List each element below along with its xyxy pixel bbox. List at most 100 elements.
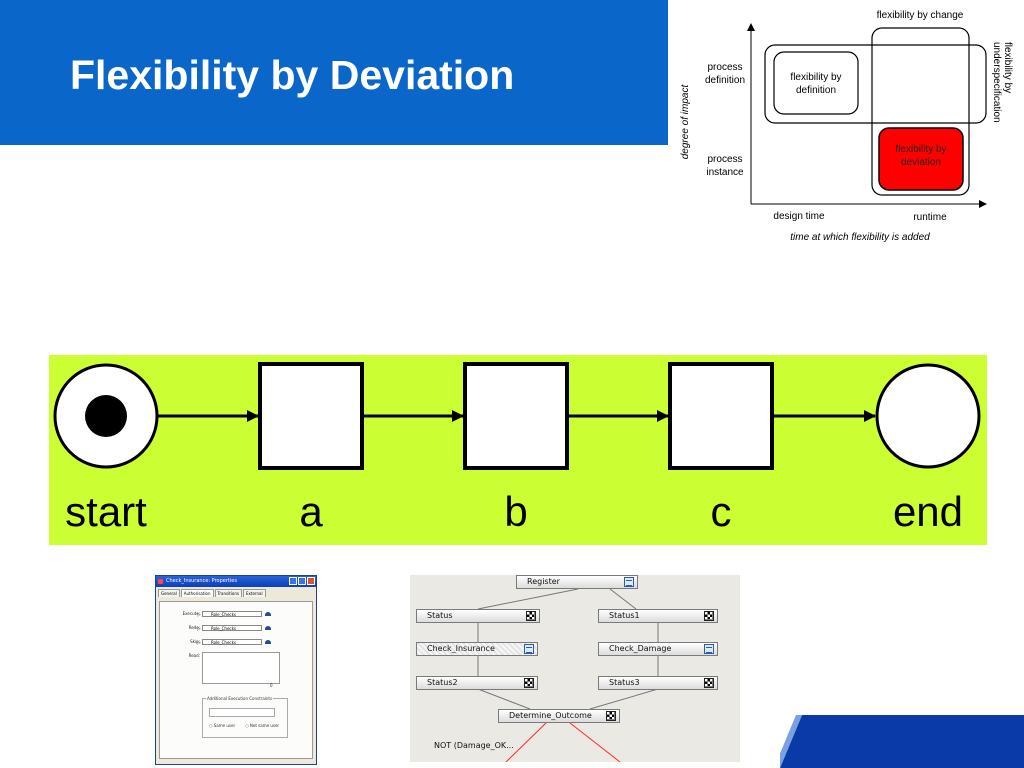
underspecification-label-line2: underspecification: [991, 42, 1002, 123]
condition-label: NOT (Damage_OK...: [434, 741, 514, 750]
node-check-insurance[interactable]: Check_Insurance: [416, 642, 538, 656]
window-body: Execute: ▷ Role_Checks Redo: ▷ Role_Checks…: [159, 601, 313, 759]
minimize-button[interactable]: [289, 577, 297, 585]
skip-label: Skip:: [190, 639, 200, 644]
execute-value: Role_Checks: [211, 612, 237, 617]
place-end: [875, 363, 981, 469]
deviation-box-label-line1: flexibility by: [895, 144, 946, 155]
window-titlebar[interactable]: Check_Insurance: Properties: [156, 576, 316, 587]
transition-c: [668, 362, 774, 470]
label-end: end: [893, 488, 963, 535]
process-net-diagram: start a b c end: [53, 362, 981, 535]
checker-flag-icon: [606, 711, 616, 721]
underspecification-label-line1: flexibility by: [1002, 42, 1013, 93]
node-status1[interactable]: Status1: [598, 609, 718, 623]
label-b: b: [504, 488, 527, 535]
node-status1-label: Status1: [609, 611, 640, 620]
role-icon[interactable]: [265, 626, 271, 630]
node-register[interactable]: Register: [516, 575, 638, 589]
row-process-definition-line2: definition: [705, 75, 745, 86]
tab-general[interactable]: General: [158, 589, 180, 597]
slide-title: Flexibility by Deviation: [70, 52, 515, 98]
connector: [589, 688, 659, 710]
title-banner: Flexibility by Deviation: [0, 0, 668, 145]
radio-not-same-user-label: Not same user: [249, 723, 280, 728]
node-check-damage-label: Check_Damage: [609, 644, 672, 653]
corner-accent-shape: [780, 715, 1024, 768]
x-label-runtime: runtime: [913, 212, 947, 223]
execute-field[interactable]: ▷ Role_Checks: [197, 611, 271, 618]
checker-flag-icon: [526, 611, 536, 621]
red-connector: [569, 722, 621, 762]
properties-window: Check_Insurance: Properties General Auth…: [155, 575, 317, 765]
corner-accent: [780, 715, 1024, 768]
row-process-instance-line1: process: [707, 154, 742, 165]
node-status2-label: Status2: [427, 678, 458, 687]
definition-box-label-line1: flexibility by: [790, 72, 841, 83]
node-determine-outcome[interactable]: Determine_Outcome: [498, 709, 620, 723]
skip-field[interactable]: ▷ Role_Checks: [197, 639, 271, 646]
definition-box-label-line2: definition: [796, 85, 836, 96]
close-button[interactable]: [307, 577, 315, 585]
redo-field[interactable]: ▷Role_Checks: [197, 625, 271, 632]
constraints-title: Additional Execution Constraints: [206, 696, 274, 701]
red-connector: [505, 722, 547, 762]
read-counter: 0: [270, 683, 273, 688]
node-determine-outcome-label: Determine_Outcome: [509, 711, 592, 720]
tab-authorisation[interactable]: Authorisation: [180, 589, 214, 597]
flexibility-matrix-diagram: flexibility by change flexibility by und…: [680, 10, 1013, 243]
deviation-box-label-line2: deviation: [901, 157, 941, 168]
role-icon[interactable]: [265, 612, 271, 616]
play-icon: ▷: [197, 612, 201, 618]
redo-label: Redo:: [188, 625, 200, 630]
task-icon: [524, 644, 534, 654]
row-process-definition-line1: process: [707, 62, 742, 73]
connector: [609, 588, 637, 610]
flexibility-by-underspecification-box: [764, 44, 987, 124]
flexibility-by-deviation-box: [878, 127, 964, 191]
play-icon: ▷: [197, 626, 201, 632]
radio-same-user[interactable]: ○ Same user: [209, 723, 236, 728]
flexibility-by-change-label: flexibility by change: [877, 10, 964, 21]
maximize-button[interactable]: [298, 577, 306, 585]
tab-external[interactable]: External: [242, 589, 266, 597]
skip-value: Role_Checks: [211, 640, 237, 645]
label-start: start: [65, 488, 147, 535]
node-status3[interactable]: Status3: [598, 676, 718, 690]
play-icon: ▷: [197, 640, 201, 646]
token: [85, 395, 127, 437]
checker-flag-icon: [704, 611, 714, 621]
node-check-insurance-label: Check_Insurance: [427, 644, 495, 653]
role-icon[interactable]: [265, 640, 271, 644]
radio-same-user-label: Same user: [213, 723, 236, 728]
connector: [477, 588, 579, 610]
read-list[interactable]: [202, 652, 280, 684]
execute-label: Execute:: [182, 611, 200, 616]
checker-flag-icon: [704, 678, 714, 688]
workflow-editor: Register Status Status1 Check_Insurance …: [410, 575, 740, 762]
execution-constraints-group: Additional Execution Constraints ○ Same …: [202, 696, 288, 738]
constraint-field[interactable]: [209, 708, 275, 717]
connector: [477, 688, 531, 710]
flexibility-by-definition-box: [773, 51, 859, 115]
label-c: c: [711, 488, 732, 535]
x-axis-title: time at which flexibility is added: [790, 232, 930, 243]
read-label: Read:: [188, 653, 200, 658]
node-status3-label: Status3: [609, 678, 640, 687]
radio-not-same-user[interactable]: ○ Not same user: [245, 723, 280, 728]
node-status-label: Status: [427, 611, 453, 620]
app-icon: [158, 579, 163, 584]
node-status2[interactable]: Status2: [416, 676, 538, 690]
label-a: a: [299, 488, 323, 535]
node-status[interactable]: Status: [416, 609, 540, 623]
row-process-instance-line2: instance: [706, 167, 744, 178]
node-check-damage[interactable]: Check_Damage: [598, 642, 718, 656]
y-axis-title: degree of impact: [680, 84, 691, 160]
node-register-label: Register: [527, 577, 560, 586]
task-icon: [624, 577, 634, 587]
tab-transitions[interactable]: Transitions: [214, 589, 242, 597]
task-icon: [704, 644, 714, 654]
workflow-connectors: [477, 588, 659, 762]
transition-a: [258, 362, 364, 470]
checker-flag-icon: [524, 678, 534, 688]
